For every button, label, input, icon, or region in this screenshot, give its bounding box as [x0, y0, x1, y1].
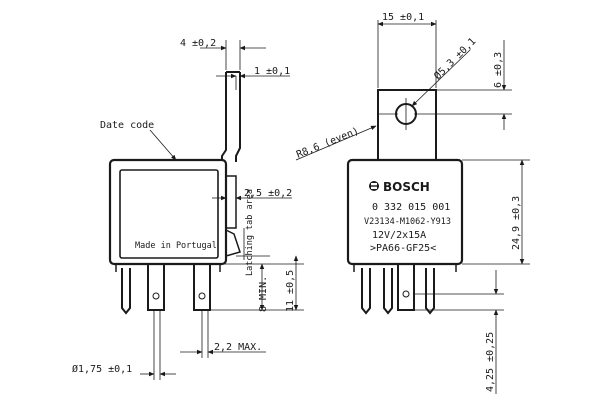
mounting-tab-side [221, 71, 241, 162]
latching-tab [225, 175, 237, 229]
svg-text:Ø5,3 ±0,1: Ø5,3 ±0,1 [432, 35, 479, 82]
dim-body-height: 24,9 ±0,3 [462, 159, 530, 265]
svg-text:4,25 ±0,25: 4,25 ±0,25 [485, 332, 496, 392]
dim-hole-diameter: Ø5,3 ±0,1 [411, 35, 479, 107]
dim-top-width: 15 ±0,1 [377, 12, 437, 88]
pins-side [121, 264, 211, 315]
bosch-logo: BOSCH [369, 180, 430, 194]
dim-pin-len: 11 ±0,5 [285, 270, 296, 312]
variant-code: V23134-M1062-Y913 [364, 217, 451, 227]
latching-tab-area-label: Latching tab area [245, 189, 255, 276]
front-view: BOSCH 0 332 015 001 V23134-M1062-Y913 12… [295, 12, 530, 394]
made-in-label: Made in Portugal [135, 241, 217, 251]
side-view: Made in Portugal Date code 4 ±0,2 1 ±0,1… [72, 38, 304, 380]
dim-pin-lengths: 8 MIN. 11 ±0,5 [210, 255, 304, 312]
rating: 12V/2x15A [372, 230, 426, 241]
dim-pin-len-min: 8 MIN. [258, 276, 269, 312]
dim-tab-width: 4 ±0,2 [180, 38, 266, 70]
date-code-label: Date code [100, 120, 154, 131]
svg-text:6 ±0,3: 6 ±0,3 [493, 52, 504, 88]
dim-pin-diameter: Ø1,75 ±0,1 [72, 310, 176, 380]
dim-radius: R8,6 (even) [295, 125, 377, 161]
dim-latch-offset: 2,5 ±0,2 [212, 188, 292, 201]
svg-text:Ø1,75 ±0,1: Ø1,75 ±0,1 [72, 363, 132, 375]
dim-tab-thickness: 1 ±0,1 [216, 66, 290, 90]
svg-text:2,2 MAX.: 2,2 MAX. [214, 342, 262, 353]
dim-hole-offset: 6 ±0,3 [436, 40, 512, 130]
svg-text:1 ±0,1: 1 ±0,1 [254, 66, 290, 77]
dim-tab-height: 4,25 ±0,25 [414, 270, 504, 394]
material: >PA66-GF25< [370, 243, 436, 254]
svg-text:Latching tab area: Latching tab area [245, 189, 255, 276]
svg-text:R8,6 (even): R8,6 (even) [295, 126, 361, 161]
svg-text:2,5 ±0,2: 2,5 ±0,2 [244, 188, 292, 199]
svg-text:4 ±0,2: 4 ±0,2 [180, 38, 216, 49]
mounting-tab-front [366, 89, 446, 161]
svg-text:15 ±0,1: 15 ±0,1 [382, 12, 424, 23]
dim-pin-gap: 2,2 MAX. [180, 310, 266, 358]
pins-front [361, 264, 435, 315]
part-number: 0 332 015 001 [372, 202, 450, 213]
relay-body-side-inner [119, 169, 219, 259]
svg-text:24,9 ±0,3: 24,9 ±0,3 [511, 196, 522, 250]
brand-name: BOSCH [383, 180, 430, 194]
